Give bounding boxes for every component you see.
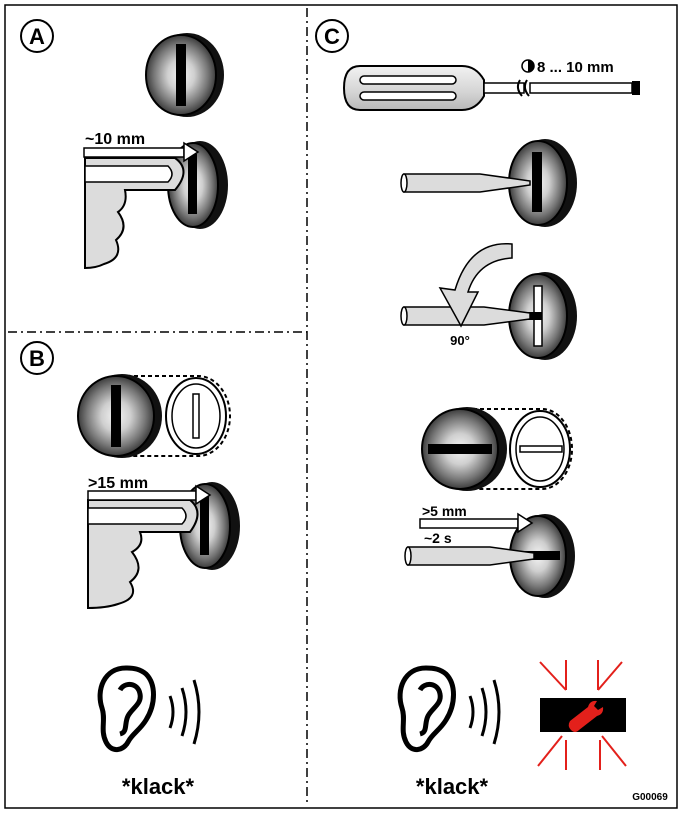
ear-icon	[397, 665, 456, 752]
sound-label-b: *klack*	[122, 774, 195, 799]
rotation-arrow-icon: 90°	[438, 242, 513, 348]
knob-front-vertical-slot	[145, 33, 224, 117]
wrench-warning-icon	[537, 660, 627, 770]
finger-icon	[87, 499, 199, 610]
rotation-label: 90°	[450, 333, 470, 348]
panel-a: A ~10 mm	[20, 19, 228, 270]
finger-icon	[84, 157, 185, 270]
distance-label-c: >5 mm	[422, 503, 467, 519]
panel-a-label: A	[29, 24, 45, 49]
outer-frame	[4, 4, 678, 809]
distance-arrow-c: >5 mm ~2 s	[419, 503, 534, 546]
distance-label-b: >15 mm	[88, 475, 148, 492]
distance-arrow-a: ~10 mm	[83, 131, 200, 163]
sound-waves-icon	[168, 679, 201, 745]
panel-c-label: C	[324, 24, 340, 49]
knob-pair-before-after	[77, 374, 231, 458]
panel-c: C 8 ... 10 mm	[315, 19, 668, 803]
distance-arrow-b: >15 mm	[87, 475, 212, 506]
screwdriver-size-label: 8 ... 10 mm	[537, 59, 614, 76]
ear-icon	[97, 665, 156, 752]
screwdriver-icon: 8 ... 10 mm	[342, 59, 640, 111]
sound-label-c: *klack*	[416, 774, 489, 799]
panel-b: B >15 mm	[20, 341, 240, 799]
screwdriver-rotate-knob	[400, 272, 577, 360]
screwdriver-press-knob	[404, 514, 575, 598]
duration-label-c: ~2 s	[424, 530, 452, 546]
panel-b-label: B	[29, 346, 45, 371]
figure-code: G00069	[632, 792, 668, 803]
sound-waves-icon	[468, 679, 501, 745]
distance-label-a: ~10 mm	[85, 131, 145, 148]
screwdriver-insert-knob	[400, 139, 577, 227]
knob-pair-horizontal-slot	[421, 407, 573, 491]
